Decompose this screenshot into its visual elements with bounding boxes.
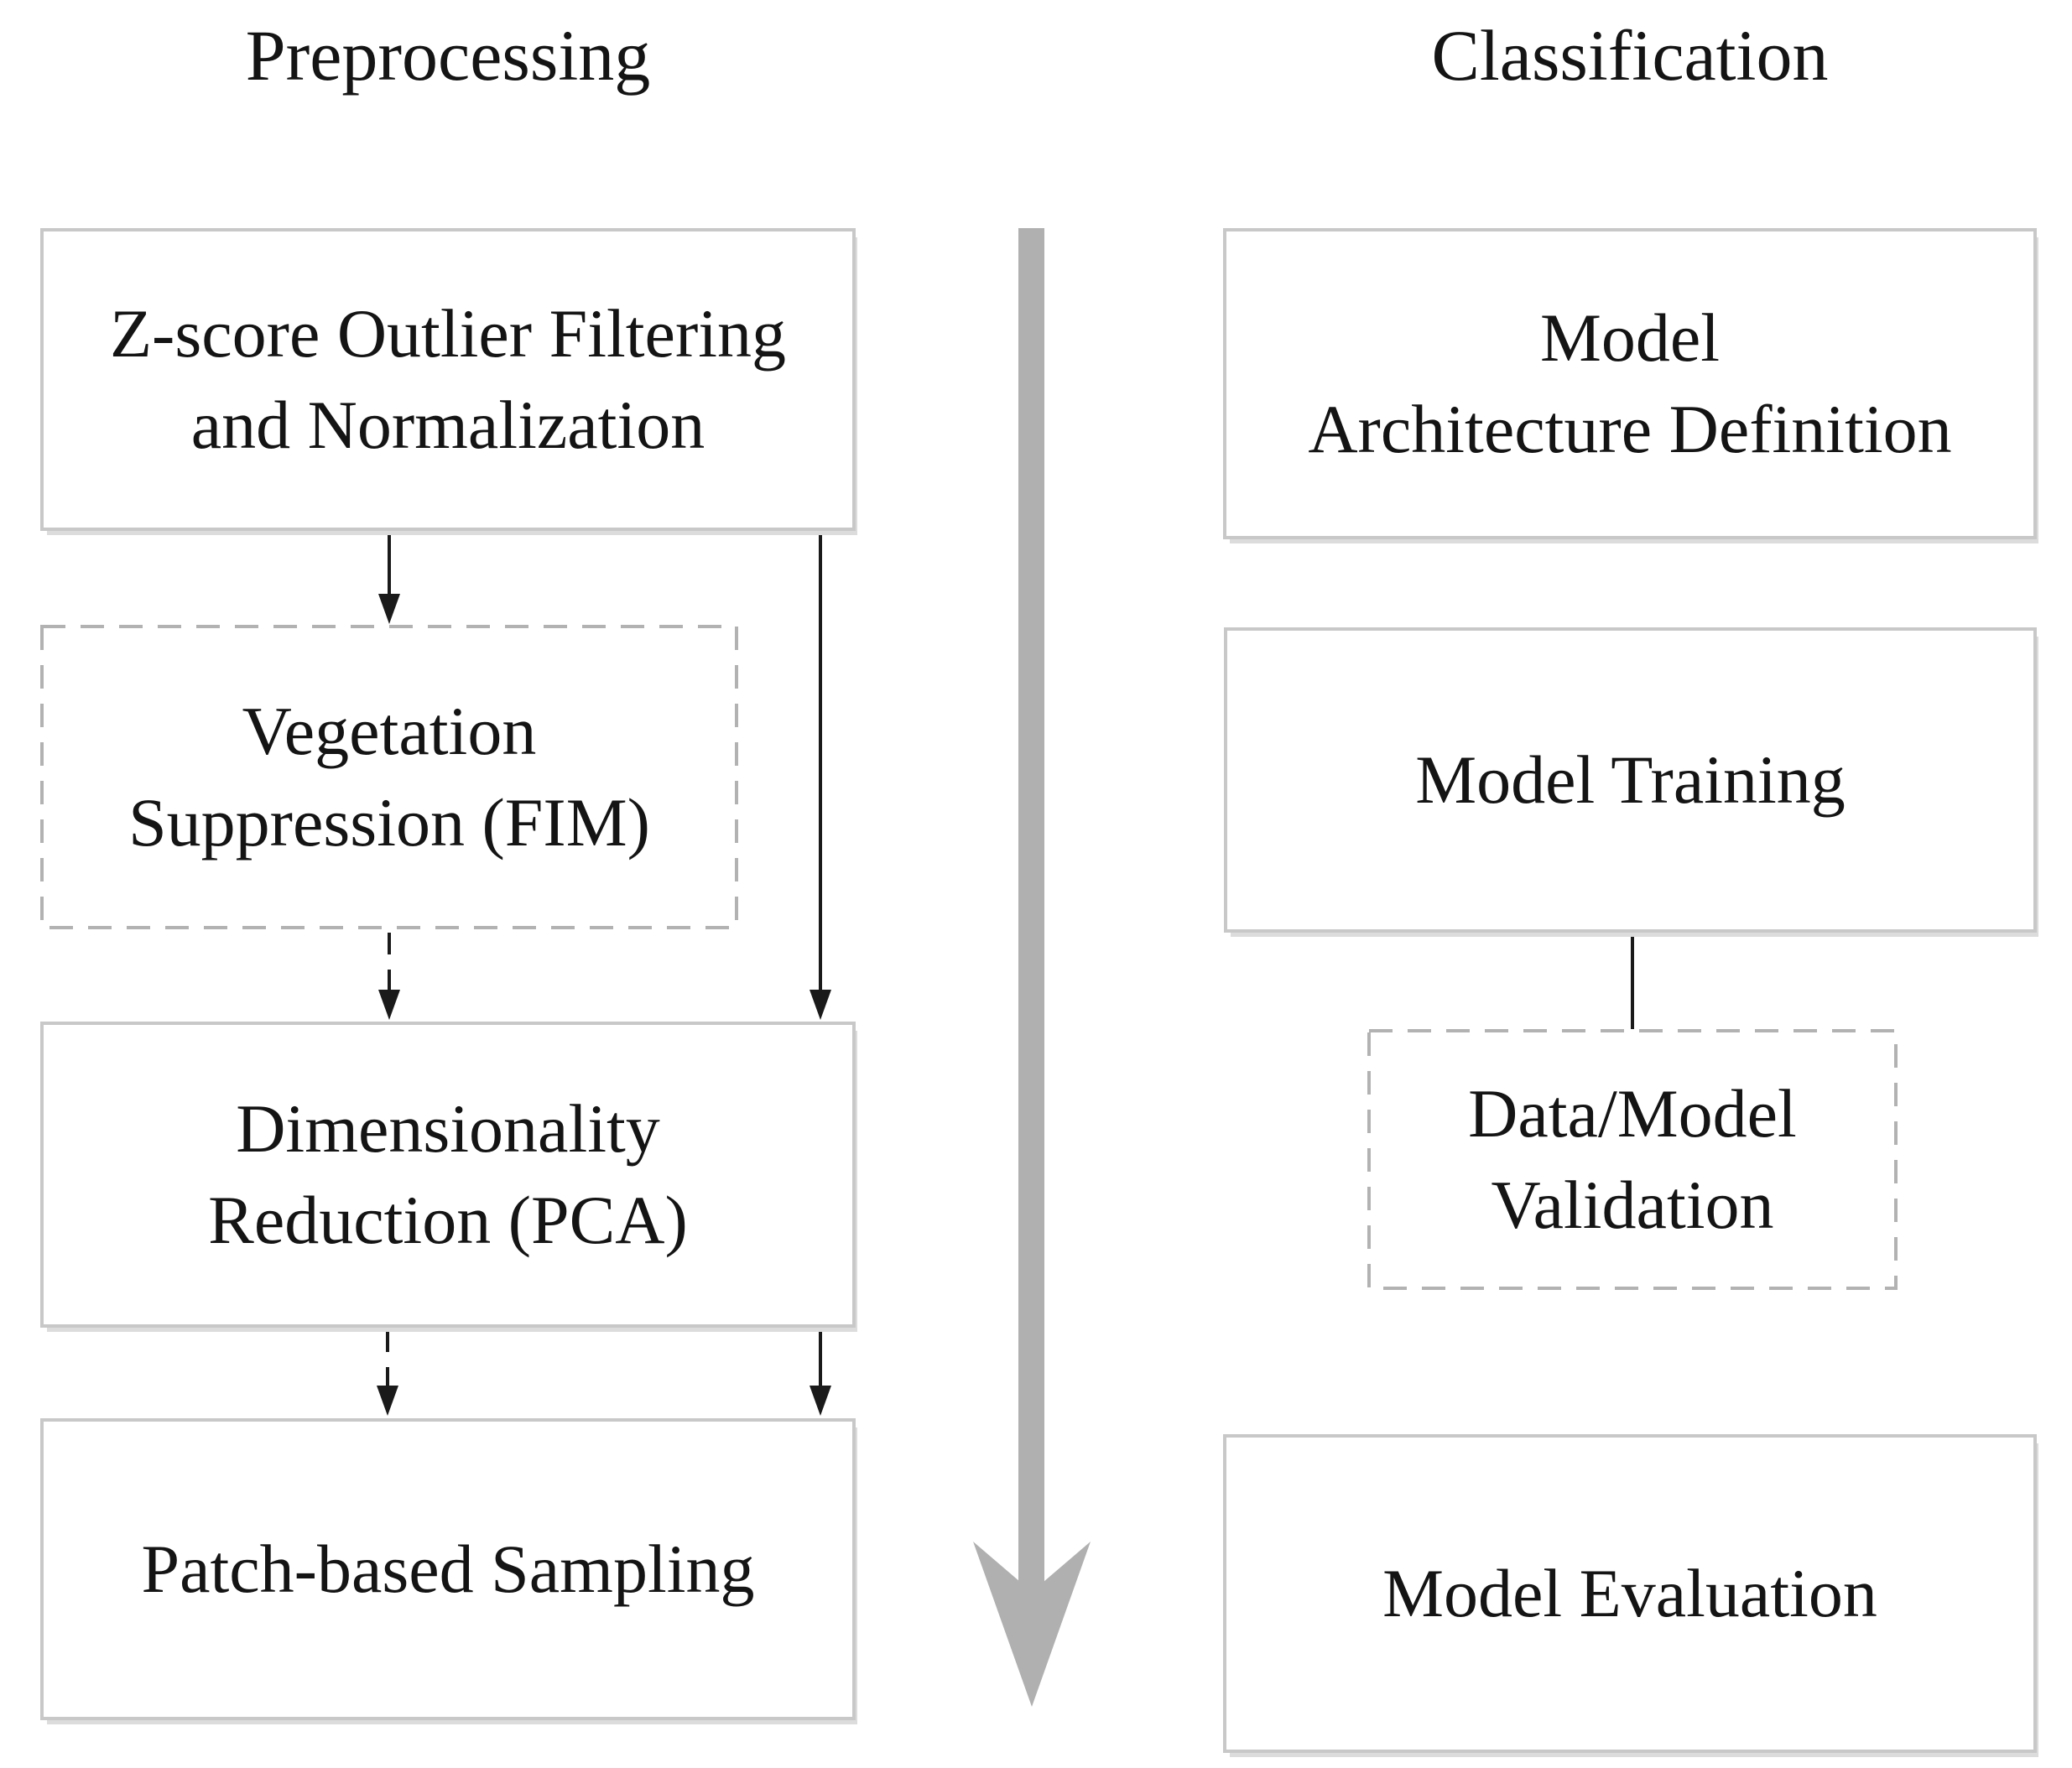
box-label: Z-score Outlier Filtering and Normalizat…	[109, 295, 787, 463]
box-patch-based-sampling: Patch-based Sampling	[40, 1418, 856, 1720]
box-label: Patch-based Sampling	[141, 1530, 755, 1607]
box-vegetation-suppression: Vegetation Suppression (FIM)	[40, 625, 738, 929]
box-label: Model Evaluation	[1382, 1554, 1877, 1631]
box-zscore-outlier-filtering: Z-score Outlier Filtering and Normalizat…	[40, 228, 856, 531]
dashed-border	[40, 625, 738, 929]
box-model-evaluation: Model Evaluation	[1223, 1434, 2037, 1753]
timeline-arrow	[973, 228, 1091, 1707]
box-label: Dimensionality Reduction (PCA)	[208, 1090, 688, 1258]
box-label: Vegetation Suppression (FIM)	[128, 693, 650, 861]
box-label: Data/Model Validation	[1468, 1075, 1797, 1243]
arrow-zscore-to-pca-bypass	[810, 533, 831, 1020]
box-model-training: Model Training	[1224, 627, 2037, 933]
dashed-border	[1367, 1029, 1898, 1290]
box-dimensionality-reduction: Dimensionality Reduction (PCA)	[40, 1022, 856, 1328]
box-model-architecture-definition: Model Architecture Definition	[1223, 228, 2037, 539]
arrow-zscore-to-vegetation	[378, 533, 400, 624]
arrow-vegetation-to-pca	[378, 933, 400, 1020]
arrow-pca-to-patch	[377, 1330, 398, 1416]
timeline-arrow-head	[973, 1542, 1091, 1707]
box-label: Model Architecture Definition	[1308, 299, 1952, 467]
arrow-pca-to-patch-bypass	[810, 1330, 831, 1416]
box-data-model-validation: Data/Model Validation	[1367, 1029, 1898, 1290]
column-title-preprocessing: Preprocessing	[245, 15, 651, 96]
box-label: Model Training	[1415, 741, 1846, 818]
timeline-arrow-shaft	[1018, 228, 1044, 1594]
column-title-classification: Classification	[1431, 15, 1829, 96]
